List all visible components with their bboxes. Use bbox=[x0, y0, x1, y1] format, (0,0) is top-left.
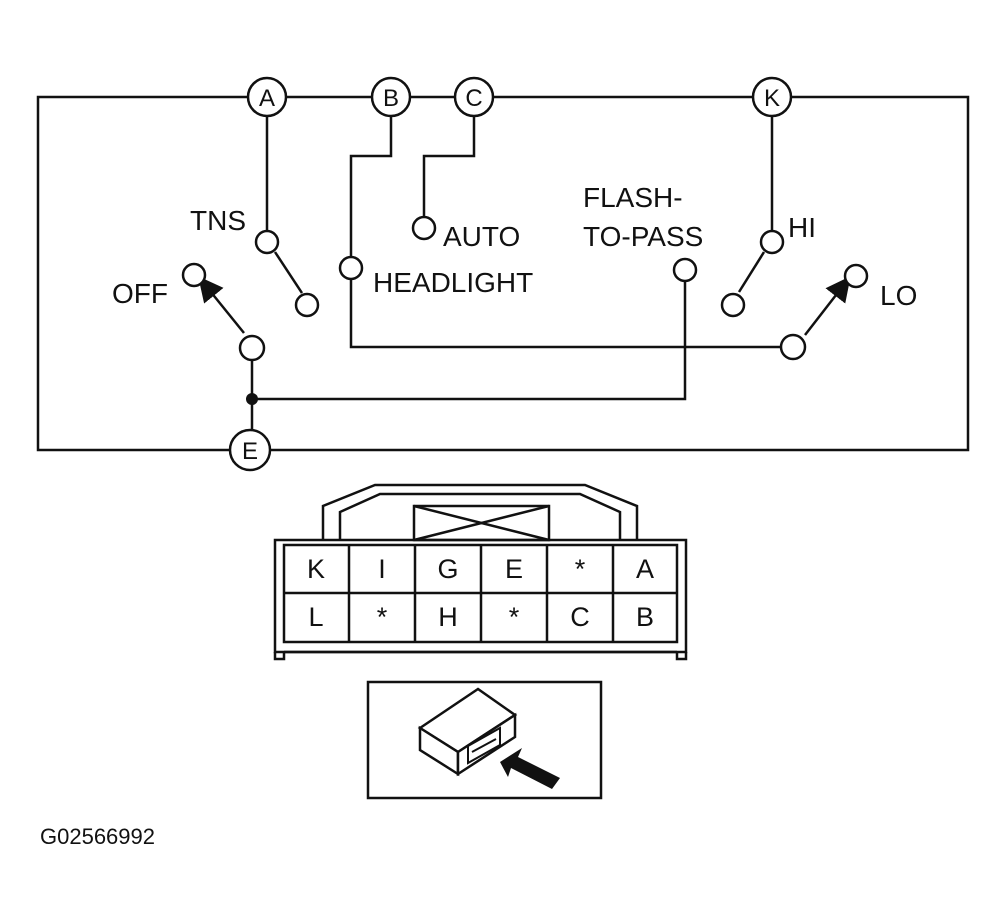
internal-wires bbox=[198, 115, 851, 433]
connector-pins: K I G E * A L * H * C B bbox=[307, 554, 654, 632]
connector-face bbox=[273, 483, 688, 661]
switch-contacts bbox=[181, 215, 869, 362]
pin-label: A bbox=[636, 554, 654, 584]
terminal-b-circle bbox=[370, 76, 412, 118]
terminal-circles bbox=[228, 76, 793, 472]
off-label: OFF bbox=[112, 278, 168, 309]
pin-label: * bbox=[509, 602, 520, 632]
lo-label: LO bbox=[880, 280, 917, 311]
off-common-contact bbox=[238, 334, 266, 362]
terminal-c-label: C bbox=[465, 85, 482, 112]
tns-lower-contact bbox=[294, 292, 320, 318]
headlight-label: HEADLIGHT bbox=[373, 267, 533, 298]
pin-label: * bbox=[377, 602, 388, 632]
pin-label: B bbox=[636, 602, 654, 632]
outer-frame-wires bbox=[36, 95, 970, 452]
figure-id: G02566992 bbox=[40, 824, 155, 849]
tns-contact bbox=[254, 229, 280, 255]
lo-common-contact bbox=[779, 333, 807, 361]
pin-label: C bbox=[570, 602, 590, 632]
pin-label: * bbox=[575, 554, 586, 584]
lo-contact bbox=[843, 263, 869, 289]
hi-contact bbox=[759, 229, 785, 255]
pin-label: H bbox=[438, 602, 458, 632]
flash-to-pass-contact bbox=[672, 257, 698, 283]
headlight-contact bbox=[338, 255, 364, 281]
pin-label: E bbox=[505, 554, 523, 584]
terminal-e-circle bbox=[228, 428, 272, 472]
auto-label: AUTO bbox=[443, 221, 520, 252]
flash-label-line1: FLASH- bbox=[583, 182, 683, 213]
terminal-k-label: K bbox=[764, 85, 780, 112]
wire-junction-dot bbox=[246, 393, 258, 405]
pin-label: G bbox=[437, 554, 458, 584]
pin-label: I bbox=[378, 554, 386, 584]
flash-label-line2: TO-PASS bbox=[583, 221, 703, 252]
terminal-k-circle bbox=[751, 76, 793, 118]
tns-label: TNS bbox=[190, 205, 246, 236]
view-direction-arrow-icon bbox=[500, 748, 560, 789]
auto-contact bbox=[411, 215, 437, 241]
terminal-c-circle bbox=[453, 76, 495, 118]
pin-label: L bbox=[308, 602, 323, 632]
terminal-labels: A B C K E bbox=[242, 85, 780, 465]
terminal-a-label: A bbox=[259, 85, 275, 112]
terminal-a-circle bbox=[246, 76, 288, 118]
hi-lower-contact bbox=[720, 292, 746, 318]
connector-view-inset bbox=[366, 680, 603, 800]
position-labels: TNS OFF AUTO HEADLIGHT FLASH- TO-PASS HI… bbox=[112, 182, 917, 311]
hi-label: HI bbox=[788, 212, 816, 243]
pin-label: K bbox=[307, 554, 325, 584]
terminal-e-label: E bbox=[242, 438, 258, 465]
terminal-b-label: B bbox=[383, 85, 399, 112]
off-contact bbox=[181, 262, 207, 288]
